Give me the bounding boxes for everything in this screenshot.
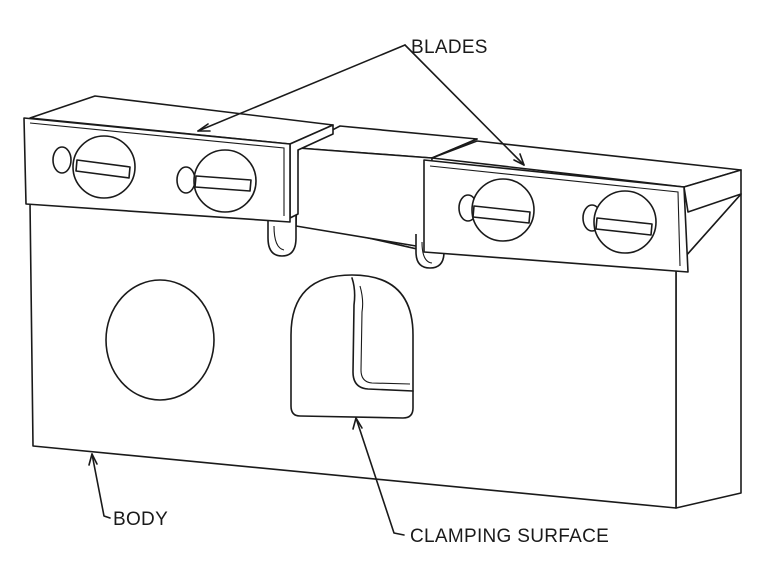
arrowhead-clamping [352, 417, 363, 430]
screw-4 [582, 190, 657, 254]
arrowhead-blades-right [513, 153, 525, 166]
screw-3 [458, 178, 535, 242]
body-leader [91, 453, 111, 519]
blades-leader-right [404, 44, 525, 166]
screw-1 [52, 135, 136, 199]
clamping-surface-leader [355, 417, 405, 536]
body-label: BODY [113, 509, 169, 530]
blades-leader-left [197, 44, 406, 132]
arrowhead-blades-left [197, 123, 211, 132]
clamping-surface-label: CLAMPING SURFACE [410, 526, 610, 547]
clamping-pocket [290, 274, 414, 419]
arrowhead-body [88, 453, 98, 466]
round-hole [105, 279, 215, 401]
left-slot [267, 214, 297, 257]
blades-label: BLADES [411, 37, 488, 58]
screw-2 [176, 149, 257, 213]
